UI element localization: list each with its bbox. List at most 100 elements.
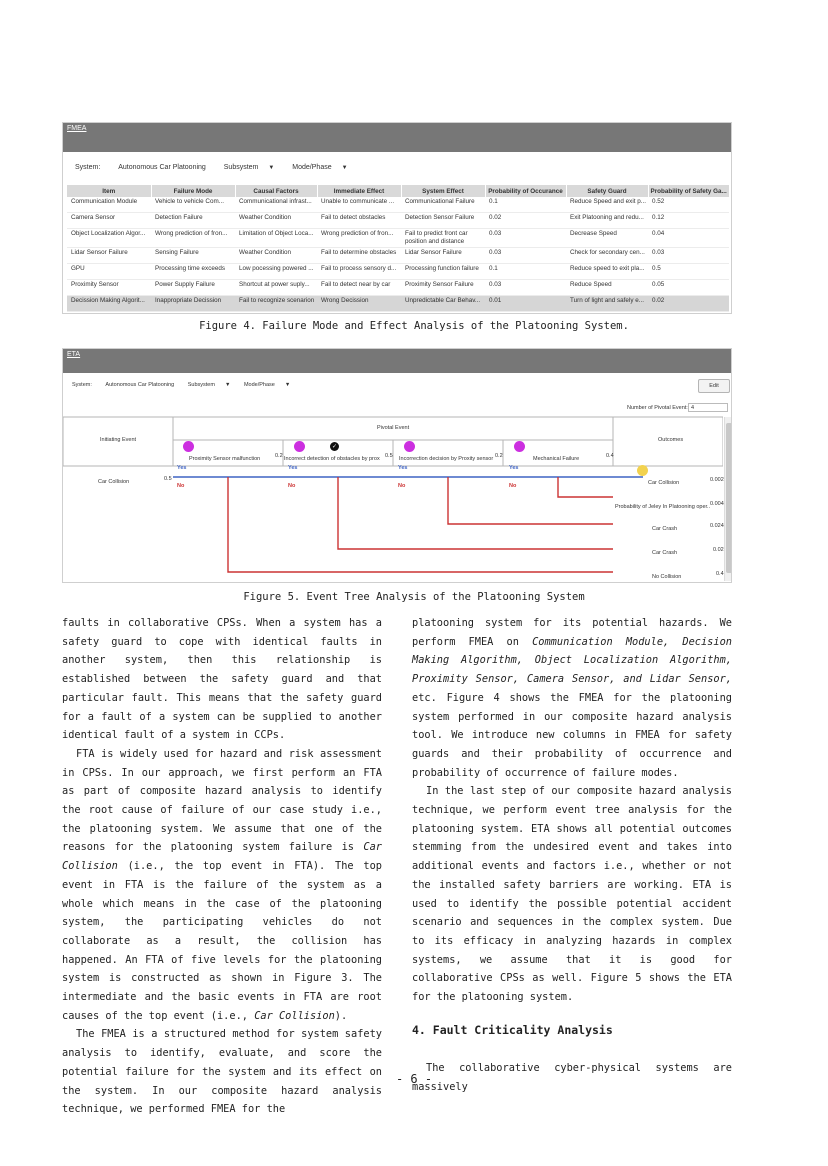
outcome-2-label: Probability of Jeley In Platooning oper.… [615,504,710,510]
table-cell: Fail to process sensory d... [317,263,401,280]
table-cell: Reduce Speed [566,279,648,296]
no-label-3: No [398,483,406,489]
fmea-title: FMEA [67,125,87,132]
fmea-column-header[interactable]: Item [67,185,152,197]
table-row[interactable]: Decission Making Algorit...Inappropriate… [67,295,729,312]
table-cell: Camera Sensor [67,212,151,229]
table-cell: Low pocessing powered ... [235,263,317,280]
outcome-5-value: 0.4 [716,571,724,577]
no-label-4: No [509,483,517,489]
no-branch-1 [227,477,613,573]
outcomes-header-box [612,416,723,467]
table-cell: Limitation of Object Loca... [235,228,317,248]
table-cell: Reduce speed to exit pla... [566,263,648,280]
table-row[interactable]: Object Localization Algor...Wrong predic… [67,228,729,248]
outcome-3-label: Car Crash [652,526,678,532]
no-branch-2 [337,477,613,550]
fmea-column-header[interactable]: Probability of Occurance [485,185,567,197]
event-2-label: Incorrect detection of obstacles by prox… [284,456,380,462]
table-cell: Fail to determine obstacles [317,247,401,264]
event-4-label: Mechanical Failure [533,456,580,462]
figure-5-caption: Figure 5. Event Tree Analysis of the Pla… [243,591,585,603]
eta-scroll-thumb[interactable] [726,423,731,573]
fmea-column-header[interactable]: Failure Mode [151,185,236,197]
eta-title: ETA [67,351,81,358]
outcome-marker-icon [637,465,648,476]
table-cell: 0.03 [648,247,729,264]
table-cell: 0.1 [485,263,566,280]
car-collision-term: Car Collision [62,841,382,873]
edit-button[interactable]: Edit [698,379,730,393]
table-cell: Proximity Sensor Failure [401,279,485,296]
pivot-count-input[interactable]: 4 [688,403,728,412]
table-cell: Detection Sensor Failure [401,212,485,229]
left-paragraph-3: The FMEA is a structured method for syst… [62,1028,382,1116]
left-paragraph-1: faults in collaborative CPSs. When a sys… [62,617,382,742]
fmea-system-label: System: [75,164,101,171]
table-cell: 0.04 [648,228,729,248]
table-cell: Fail to recognize scenarion [235,295,317,312]
table-cell: Fail to predict front car position and d… [401,228,485,248]
event-1-icon[interactable] [183,441,194,452]
chevron-down-icon: ▼ [284,382,291,388]
fmea-column-header[interactable]: Immediate Effect [317,185,402,197]
no-branch-3 [447,477,613,525]
table-cell: Weather Condition [235,247,317,264]
right-column: platooning system for its potential haza… [412,614,732,1097]
table-cell: Object Localization Algor... [67,228,151,248]
table-cell: Communicational Failure [401,197,485,213]
table-cell: Communication Module [67,197,151,213]
yes-label-1: Yes [177,465,187,471]
fmea-column-header[interactable]: System Effect [401,185,486,197]
eta-system-row: System: Autonomous Car Platooning Subsys… [72,382,290,388]
event-2-prob: 0.5 [385,453,393,459]
fmea-column-header[interactable]: Safety Guard [566,185,649,197]
outcome-2-value: 0.004 [710,501,724,507]
table-cell: Communicational infrast... [235,197,317,213]
event-4-icon[interactable] [514,441,525,452]
table-cell: Fail to detect near by car [317,279,401,296]
fmea-mode-select[interactable]: Mode/Phase▼ [292,164,347,171]
eta-subsystem-select[interactable]: Subsystem▼ [188,382,231,388]
table-cell: Detection Failure [151,212,235,229]
table-cell: Sensing Failure [151,247,235,264]
right-paragraph-2: In the last step of our composite hazard… [412,785,732,1004]
table-cell: Processing time exceeds [151,263,235,280]
left-column: faults in collaborative CPSs. When a sys… [62,614,382,1119]
eta-mode-select[interactable]: Mode/Phase ▼ [244,382,290,388]
eta-system-label: System: [72,382,92,388]
table-cell: 0.05 [648,279,729,296]
table-cell: 0.01 [485,295,566,312]
outcome-4-value: 0.02 [713,547,724,553]
event-2-icon[interactable] [294,441,305,452]
yes-label-3: Yes [398,465,408,471]
fmea-system-select[interactable]: Autonomous Car Platooning [118,164,206,171]
table-cell: Inappropriate Decission [151,295,235,312]
fmea-window: FMEA System: Autonomous Car Platooning S… [62,122,732,314]
outcome-3-value: 0.024 [710,523,724,529]
table-cell: 0.1 [485,197,566,213]
outcome-5-label: No Collision [652,574,682,580]
table-cell: 0.5 [648,263,729,280]
table-cell: Proximity Sensor [67,279,151,296]
eta-scrollbar[interactable] [724,417,731,581]
table-cell: 0.12 [648,212,729,229]
eta-mode-label: Mode/Phase [243,382,275,388]
fmea-column-header[interactable]: Causal Factors [235,185,318,197]
event-3-icon[interactable] [404,441,415,452]
section-heading: 4. Fault Criticality Analysis [412,1022,613,1037]
initiating-event-prob: 0.5 [164,476,172,482]
fmea-subsystem-select[interactable]: Subsystem▼ [224,164,275,171]
eta-system-select[interactable]: Autonomous Car Platooning [105,382,175,388]
no-label-2: No [288,483,296,489]
yes-label-4: Yes [509,465,519,471]
table-cell: 0.03 [485,279,566,296]
fmea-column-header[interactable]: Probability of Safety Ga... [648,185,730,197]
page-number: - 6 - [395,1072,433,1086]
